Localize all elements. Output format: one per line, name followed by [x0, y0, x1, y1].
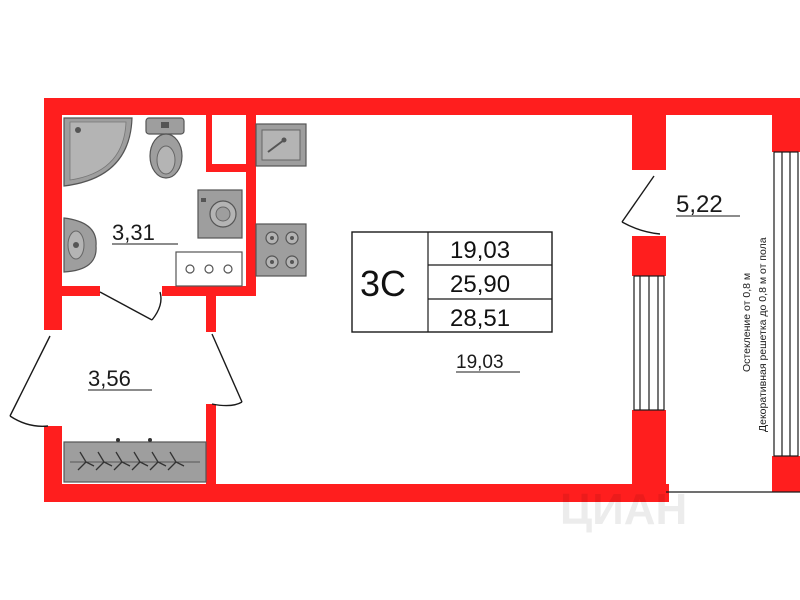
wardrobe-hangers-icon [63, 438, 207, 483]
badge-total-with-balcony: 28,51 [450, 305, 510, 332]
balcony-glazing [773, 151, 799, 457]
apartment-badge: 3С 19,03 25,90 28,51 [351, 231, 553, 333]
badge-living-area: 19,03 [450, 237, 510, 264]
balcony-note-grille: Декоративная решетка до 0,8 м от пола [757, 237, 769, 432]
cooktop-icon [255, 223, 307, 277]
apartment-type: 3С [360, 263, 406, 304]
toilet-icon [145, 117, 185, 179]
door-openings [44, 286, 162, 426]
kitchen-sink-icon [255, 123, 307, 167]
bathroom-area-label: 3,31 [112, 220, 155, 245]
balcony-note-glazing: Остекление от 0,8 м [741, 273, 753, 372]
counter [175, 251, 243, 287]
hallway-area-label: 3,56 [88, 366, 131, 391]
main-window [633, 275, 665, 411]
door-swings [9, 175, 661, 427]
walls [44, 98, 800, 502]
watermark: ЦИАН [560, 485, 687, 534]
shower-icon [63, 117, 133, 187]
washbasin-icon [63, 217, 97, 273]
balcony-area-label: 5,22 [676, 191, 723, 218]
washing-machine-icon [197, 189, 243, 239]
living-area-label: 19,03 [456, 352, 504, 373]
badge-total-area: 25,90 [450, 271, 510, 298]
